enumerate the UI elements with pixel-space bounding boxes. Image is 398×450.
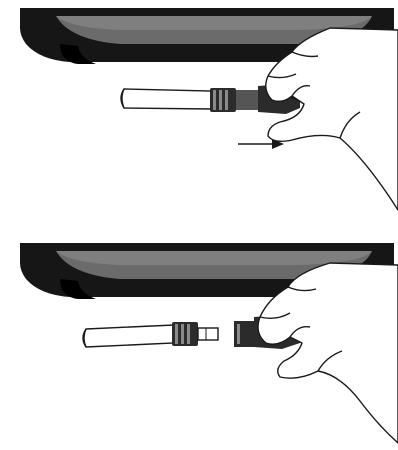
panel-disconnected xyxy=(0,225,398,450)
hose-coupling-male xyxy=(172,322,218,346)
disconnected-illustration xyxy=(0,225,398,450)
hose xyxy=(121,89,212,109)
hose xyxy=(83,325,174,347)
panel-connected xyxy=(0,0,398,225)
connected-illustration xyxy=(0,0,398,225)
